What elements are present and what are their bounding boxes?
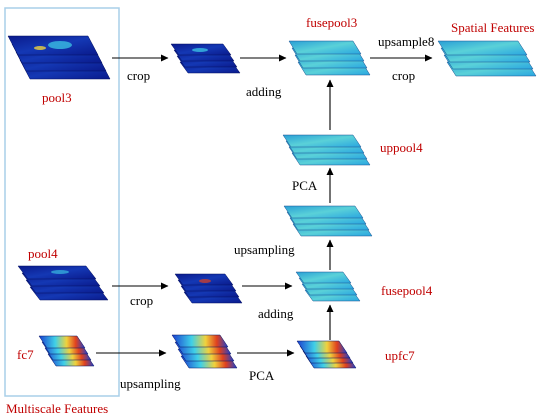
label-multiscale-features: Multiscale Features — [6, 401, 108, 416]
stack-crop-pool4 — [174, 273, 243, 304]
stack-upsampled-fusepool4 — [283, 205, 373, 237]
op-upsampling-fusepool4: upsampling — [234, 242, 295, 257]
stack-spatial-features — [437, 40, 537, 77]
op-adding-pool4: adding — [258, 306, 294, 321]
op-crop-final: crop — [392, 68, 415, 83]
stack-pool3 — [7, 35, 111, 80]
op-upsampling-fc7: upsampling — [120, 376, 181, 391]
label-fc7: fc7 — [17, 347, 34, 362]
op-pca-fusepool4: PCA — [292, 178, 318, 193]
multiscale-group-box — [4, 7, 120, 397]
stack-upfc7 — [296, 340, 357, 369]
label-uppool4: uppool4 — [380, 140, 423, 155]
label-fusepool3: fusepool3 — [306, 15, 357, 30]
op-upsample8: upsample8 — [378, 34, 434, 49]
op-crop-pool4: crop — [130, 293, 153, 308]
stack-pool4 — [17, 265, 109, 301]
label-pool4: pool4 — [28, 246, 58, 261]
stack-fc7 — [38, 335, 95, 367]
label-spatial-features: Spatial Features — [451, 20, 534, 35]
stack-crop-pool3 — [170, 43, 241, 74]
label-upfc7: upfc7 — [385, 348, 415, 363]
stack-fusepool3 — [288, 40, 371, 76]
op-pca-fc7: PCA — [249, 368, 275, 383]
op-adding-pool3: adding — [246, 84, 282, 99]
label-fusepool4: fusepool4 — [381, 283, 433, 298]
stack-uppool4 — [282, 134, 371, 166]
label-pool3: pool3 — [42, 90, 72, 105]
op-crop-pool3: crop — [127, 68, 150, 83]
stack-fusepool4 — [295, 271, 361, 302]
stack-upsampled-fc7 — [171, 334, 238, 369]
